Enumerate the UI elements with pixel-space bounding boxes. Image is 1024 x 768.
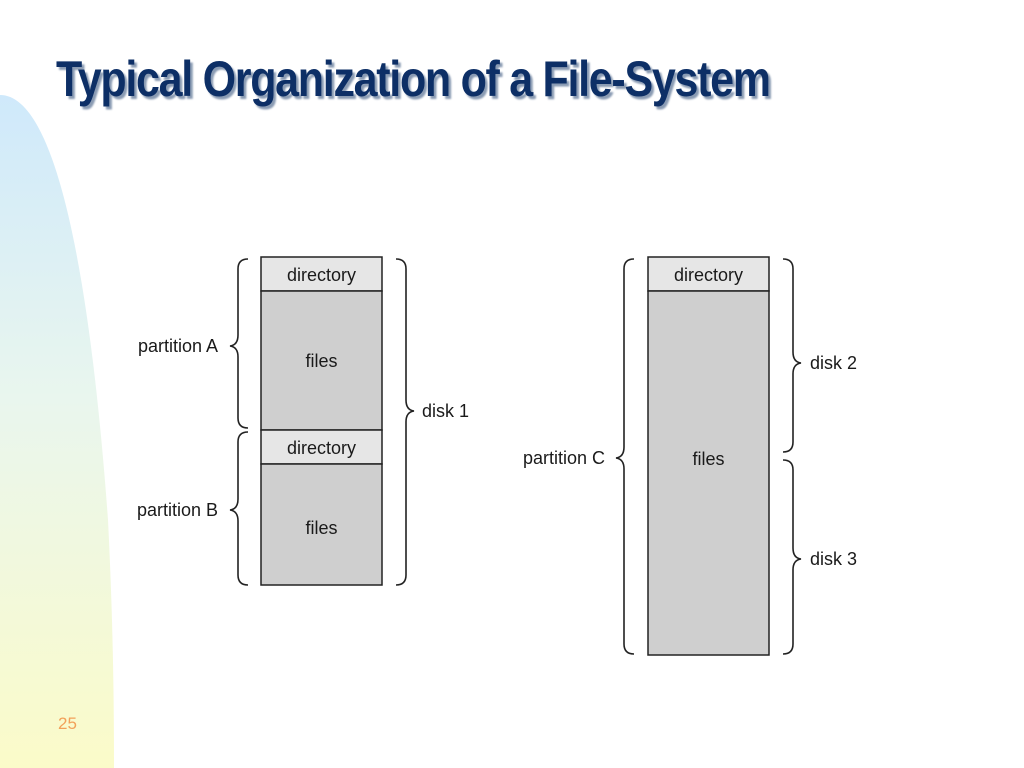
disk-2-label: disk 2 (810, 353, 857, 373)
files-label: files (305, 351, 337, 371)
partition-c-label: partition C (523, 448, 605, 468)
partition-c-stack: directory files partition C disk 2 disk … (523, 256, 857, 656)
directory-block (260, 256, 383, 292)
disk-2-brace (782, 258, 802, 453)
partition-b-label: partition B (137, 500, 218, 520)
slide-number: 25 (58, 714, 77, 733)
slide-title: Typical Organization of a File-System (56, 51, 771, 107)
directory-block (260, 429, 383, 465)
directory-label: directory (287, 265, 356, 285)
files-block (647, 290, 770, 656)
files-label: files (305, 518, 337, 538)
disk-1-brace (395, 258, 415, 586)
partition-b-brace (229, 431, 249, 586)
directory-label: directory (287, 438, 356, 458)
directory-label: directory (674, 265, 743, 285)
disk-1-stack: directory files directory files partitio… (137, 256, 469, 586)
disk-1-label: disk 1 (422, 401, 469, 421)
files-label: files (692, 449, 724, 469)
directory-block (647, 256, 770, 292)
partition-a-label: partition A (138, 336, 218, 356)
partition-c-brace (615, 258, 635, 655)
disk-3-label: disk 3 (810, 549, 857, 569)
files-block (260, 290, 383, 431)
files-block (260, 463, 383, 586)
disk-3-brace (782, 459, 802, 655)
partition-a-brace (229, 258, 249, 429)
